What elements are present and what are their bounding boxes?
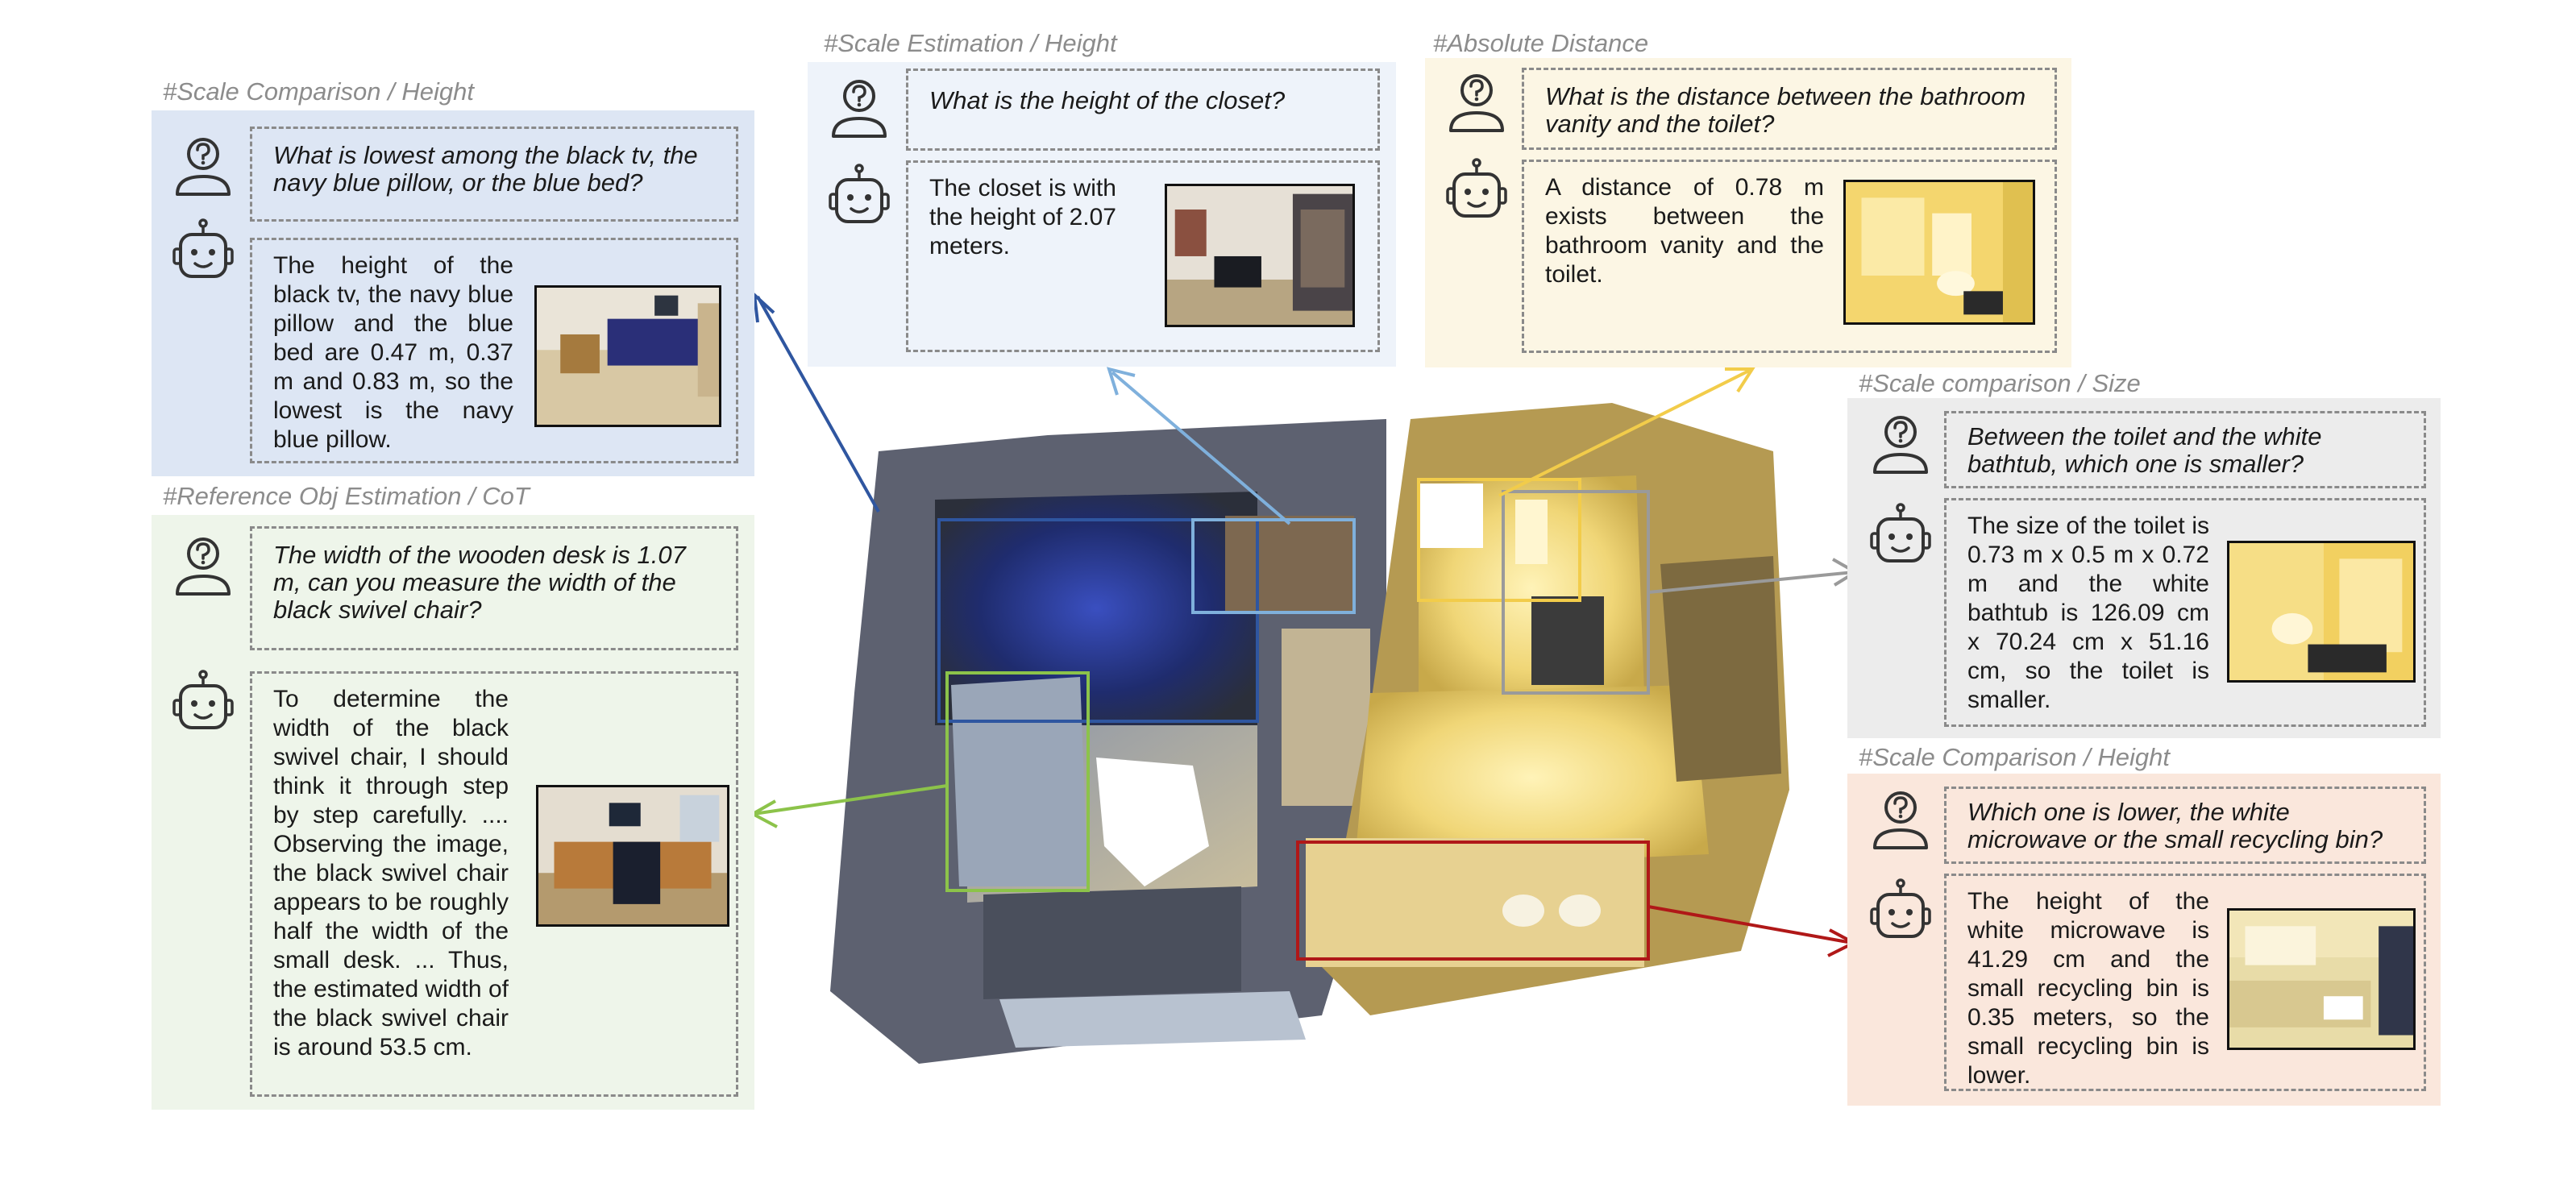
panel-2-answer-box: To determine the width of the black swiv… [250, 671, 738, 1097]
robot-icon [1870, 503, 1931, 562]
scene-left-room [830, 419, 1386, 1064]
panel-5-thumbnail [2227, 541, 2416, 683]
robot-icon [172, 670, 234, 729]
arrow-to-panel-4 [1498, 369, 1750, 497]
panel-3-thumbnail [1165, 184, 1355, 327]
panel-6-question: Which one is lower, the white microwave … [1967, 798, 2383, 853]
panel-2-answer: To determine the width of the black swiv… [273, 686, 509, 1061]
panel-6-thumbnail [2227, 908, 2416, 1050]
arrow-to-panel-6 [1647, 905, 1853, 944]
arrow-to-panel-2 [753, 784, 948, 816]
panel-4-answer: A distance of 0.78 m exists between the … [1545, 174, 1824, 288]
bbox-blue-light [1191, 518, 1356, 614]
panel-2-thumbnail [536, 785, 729, 927]
panel-2-question-box: The width of the wooden desk is 1.07 m, … [250, 526, 738, 650]
panel-1-tag: #Scale Comparison / Height [163, 77, 474, 106]
user-question-icon [176, 538, 231, 596]
panel-1: What is lowest among the black tv, the n… [152, 110, 754, 476]
panel-1-question: What is lowest among the black tv, the n… [273, 141, 698, 197]
bbox-yellow [1417, 478, 1581, 602]
panel-4-question: What is the distance between the bathroo… [1545, 82, 2026, 138]
panel-1-answer: The height of the black tv, the navy blu… [273, 252, 513, 453]
panel-6-answer: The height of the white microwave is 41.… [1967, 888, 2209, 1089]
robot-icon [1870, 878, 1931, 938]
panel-3-question-box: What is the height of the closet? [906, 68, 1380, 151]
panel-6-answer-box: The height of the white microwave is 41.… [1944, 874, 2426, 1091]
panel-1-thumbnail [534, 285, 721, 427]
robot-icon [172, 218, 234, 278]
user-question-icon [1449, 74, 1504, 132]
panel-4: What is the distance between the bathroo… [1425, 58, 2071, 367]
panel-5-answer-box: The size of the toilet is 0.73 m x 0.5 m… [1944, 498, 2426, 727]
panel-6-tag: #Scale Comparison / Height [1859, 743, 2170, 771]
user-question-icon [176, 138, 231, 196]
panel-4-thumbnail [1843, 180, 2035, 325]
panel-3: What is the height of the closet? The cl… [808, 62, 1396, 367]
bbox-blue-dark [937, 518, 1259, 723]
bbox-red [1296, 841, 1650, 961]
bbox-green [945, 671, 1090, 892]
panel-5: Between the toilet and the white bathtub… [1847, 398, 2441, 738]
panel-4-question-box: What is the distance between the bathroo… [1522, 68, 2057, 150]
panel-6-question-box: Which one is lower, the white microwave … [1944, 787, 2426, 864]
user-question-icon [832, 80, 887, 138]
panel-5-tag: #Scale comparison / Size [1859, 369, 2141, 397]
panel-4-answer-box: A distance of 0.78 m exists between the … [1522, 160, 2057, 353]
panel-6: Which one is lower, the white microwave … [1847, 774, 2441, 1106]
panel-3-question: What is the height of the closet? [929, 86, 1286, 114]
arrow-to-panel-5 [1647, 571, 1855, 594]
bbox-gray [1502, 490, 1650, 695]
panel-1-answer-box: The height of the black tv, the navy blu… [250, 238, 738, 463]
panel-2-question: The width of the wooden desk is 1.07 m, … [273, 541, 686, 624]
panel-5-question-box: Between the toilet and the white bathtub… [1944, 411, 2426, 488]
panel-3-tag: #Scale Estimation / Height [824, 29, 1117, 57]
panel-4-tag: #Absolute Distance [1433, 29, 1649, 57]
user-question-icon [1873, 416, 1928, 474]
panel-5-answer: The size of the toilet is 0.73 m x 0.5 m… [1967, 513, 2209, 713]
panel-1-question-box: What is lowest among the black tv, the n… [250, 127, 738, 222]
user-question-icon [1873, 791, 1928, 849]
robot-icon [1446, 158, 1507, 218]
panel-5-question: Between the toilet and the white bathtub… [1967, 422, 2322, 478]
panel-2: The width of the wooden desk is 1.07 m, … [152, 515, 754, 1110]
scene-right-room [1306, 403, 1789, 1015]
robot-icon [829, 164, 890, 223]
panel-2-tag: #Reference Obj Estimation / CoT [163, 482, 530, 510]
panel-3-answer: The closet is with the height of 2.07 me… [929, 175, 1116, 259]
panel-3-answer-box: The closet is with the height of 2.07 me… [906, 160, 1380, 352]
arrow-to-panel-3 [1111, 371, 1291, 525]
